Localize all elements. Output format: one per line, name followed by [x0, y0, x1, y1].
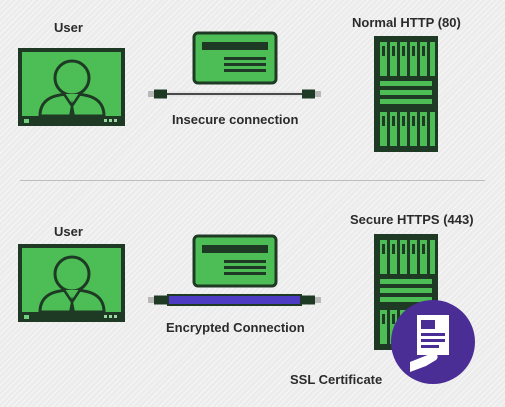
- user-monitor-icon-top: [16, 46, 127, 128]
- connection-label-bottom: Encrypted Connection: [166, 320, 305, 335]
- ssl-certificate-icon: [391, 300, 475, 384]
- user-label-top: User: [54, 20, 83, 35]
- server-rack-icon-top: [374, 36, 438, 152]
- credit-card-icon-top: [192, 31, 278, 85]
- insecure-cable: [148, 89, 321, 99]
- encrypted-cable: [148, 294, 321, 306]
- connection-label-top: Insecure connection: [172, 112, 299, 127]
- credit-card-icon-bottom: [192, 234, 278, 288]
- user-label-bottom: User: [54, 224, 83, 239]
- section-divider: [20, 180, 485, 181]
- certificate-label: SSL Certificate: [290, 372, 383, 387]
- server-label-bottom: Secure HTTPS (443): [350, 212, 474, 227]
- server-label-top: Normal HTTP (80): [352, 15, 461, 30]
- user-monitor-icon-bottom: [16, 242, 127, 324]
